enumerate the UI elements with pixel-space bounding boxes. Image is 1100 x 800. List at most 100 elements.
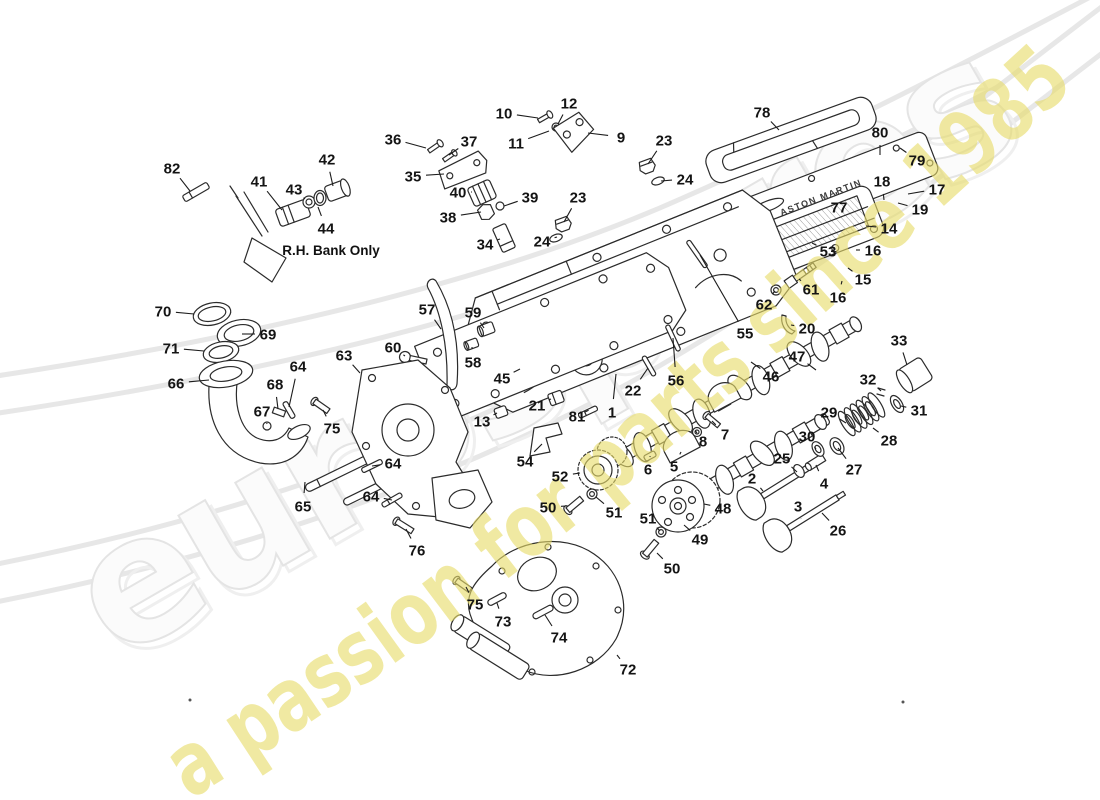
callout-66: 66 [168,376,185,393]
callout-leader-70 [175,311,195,315]
callout-leader-33 [902,352,908,366]
callout-29: 29 [821,405,838,422]
callout-leader-14 [865,225,877,228]
callout-5: 5 [670,459,678,476]
callout-18: 18 [874,174,891,191]
callout-leader-77 [835,191,838,195]
callout-43: 43 [286,182,303,199]
callout-leader-12 [557,114,564,125]
callout-leader-34 [497,238,501,241]
diagram-artwork: ASTON MARTIN [182,96,939,704]
callout-leader-53 [811,242,817,246]
callout-leader-5 [679,451,682,455]
grommet-drawing [549,157,665,243]
callout-22: 22 [625,383,642,400]
callout-leader-44 [317,206,322,217]
callout-leader-9 [587,132,609,136]
callout-16: 16 [830,290,847,307]
callout-24: 24 [534,234,551,251]
callout-63: 63 [336,348,353,365]
callout-leader-51 [595,496,605,505]
callout-76: 76 [409,543,426,560]
callout-64: 64 [290,359,307,376]
callout-leader-22 [639,367,649,380]
callout-73: 73 [495,614,512,631]
callout-leader-68 [275,396,279,410]
callout-28: 28 [881,433,898,450]
callout-leader-51 [656,527,661,532]
callout-leader-63 [352,364,361,374]
callout-82: 82 [164,161,181,178]
callout-26: 26 [830,523,847,540]
callout-50: 50 [664,561,681,578]
callout-75: 75 [324,421,341,438]
callout-48: 48 [715,501,732,518]
callout-19: 19 [912,202,929,219]
callout-37: 37 [461,134,478,151]
callout-leader-54 [533,443,543,453]
callout-70: 70 [155,304,172,321]
callout-74: 74 [551,630,568,647]
bush-59-drawing [476,321,496,338]
callout-leader-2 [759,487,764,492]
callout-leader-62 [771,290,776,295]
callout-leader-4 [815,464,820,472]
callout-68: 68 [267,377,284,394]
scan-mark [901,700,905,704]
callout-leader-16 [840,280,843,285]
callout-leader-1 [612,373,617,400]
callout-leader-42 [329,171,334,187]
callout-49: 49 [692,532,709,549]
callout-47: 47 [789,349,806,366]
cover-gasket-drawing [705,96,877,184]
callout-51: 51 [640,511,657,528]
callout-14: 14 [881,221,898,238]
callout-38: 38 [440,210,457,227]
callout-leader-72 [616,654,621,660]
callout-80: 80 [872,125,889,142]
callout-81: 81 [569,409,586,426]
callout-27: 27 [846,462,863,479]
callout-leader-47 [807,363,817,371]
callout-10: 10 [496,106,513,123]
callout-leader-24 [660,179,673,182]
callout-51: 51 [606,505,623,522]
callout-leader-27 [837,447,847,460]
callout-leader-7 [711,420,717,426]
scan-mark [188,698,192,702]
callout-61: 61 [803,282,820,299]
oil-filler-drawing [192,301,311,465]
callout-leader-75 [322,409,327,417]
callout-33: 33 [891,333,908,350]
callout-31: 31 [911,403,928,420]
callout-leader-23 [563,208,573,223]
valve-3-drawing [762,490,847,553]
retainer-collet-tappet-drawing [876,357,933,414]
callout-4: 4 [820,476,829,493]
callout-69: 69 [260,327,277,344]
callout-leader-20 [790,324,795,327]
bush-58-drawing [463,337,480,351]
callout-44: 44 [318,221,335,238]
callout-12: 12 [561,96,578,113]
callout-leader-24 [554,236,558,239]
callout-60: 60 [385,340,402,357]
callout-75: 75 [467,597,484,614]
callout-58: 58 [465,355,482,372]
callout-46: 46 [763,369,780,386]
callout-34: 34 [477,237,494,254]
callout-leader-76 [405,528,412,539]
vernier-sprocket-drawing [639,471,721,560]
callout-leader-13 [493,412,498,416]
callout-77: 77 [831,200,848,217]
sensor-stack-drawing [426,139,516,253]
callout-leader-8 [694,430,698,434]
callout-leader-26 [821,512,830,521]
callout-leader-28 [872,427,879,433]
callout-leader-56 [672,337,676,368]
callout-leader-66 [188,379,210,383]
callout-23: 23 [656,133,673,150]
callout-78: 78 [754,105,771,122]
callout-leader-36 [405,141,427,149]
